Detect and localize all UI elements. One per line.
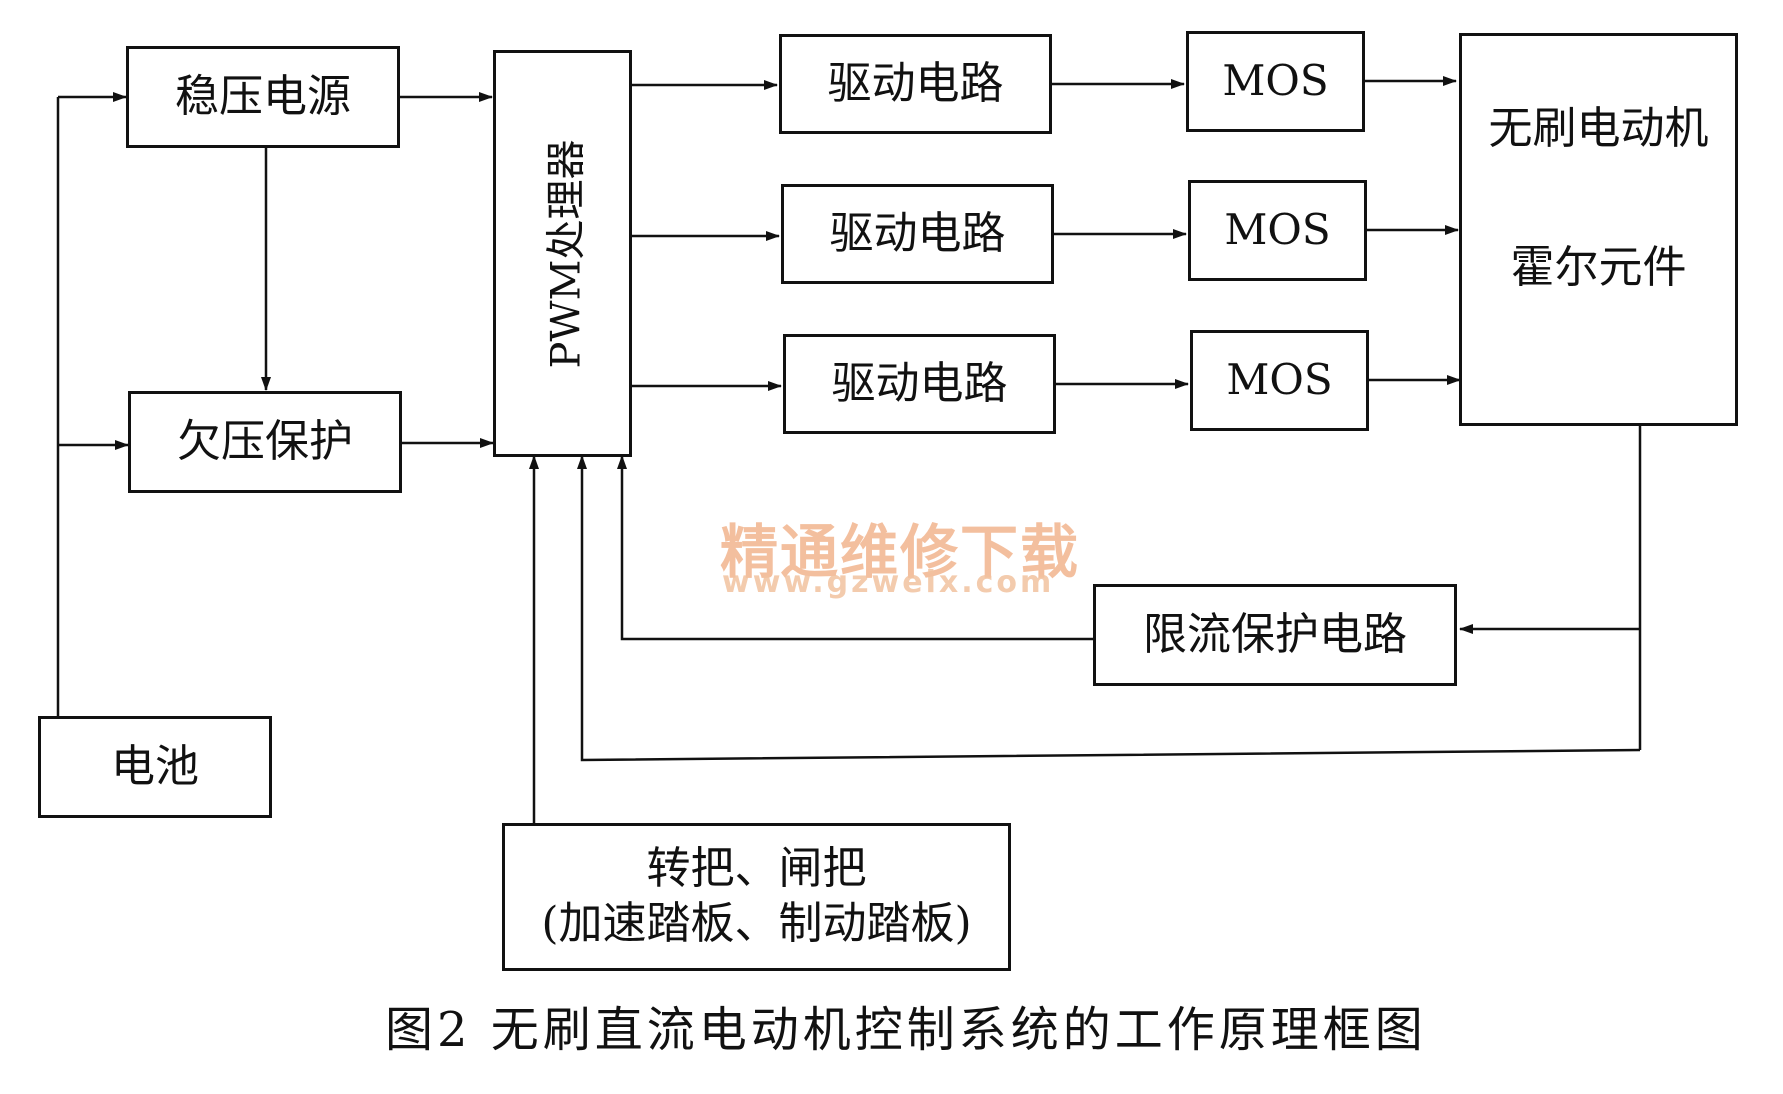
throttle-brake-label: 转把、闸把 xyxy=(646,843,867,895)
mos-2-label: MOS xyxy=(1224,205,1331,255)
undervoltage-protection-box: 欠压保护 xyxy=(128,391,402,493)
undervoltage-protection-label: 欠压保护 xyxy=(177,415,353,467)
wire-hall-to-pwm xyxy=(577,455,1641,762)
pwm-processor-label: PWM处理器 xyxy=(543,139,590,368)
hall-sensor-label: 霍尔元件 xyxy=(1510,241,1687,293)
current-limit-protection-box: 限流保护电路 xyxy=(1093,584,1457,686)
drive-circuit-3-box: 驱动电路 xyxy=(783,334,1056,434)
pedal-label: (加速踏板、制动踏板) xyxy=(541,898,972,949)
drive-circuit-3-label: 驱动电路 xyxy=(831,357,1008,409)
figure-caption: 图2 无刷直流电动机控制系统的工作原理框图 xyxy=(385,1002,1427,1058)
watermark-text: 精通维修下载 xyxy=(720,518,1081,586)
drive-circuit-2-label: 驱动电路 xyxy=(829,207,1006,259)
watermark-url: www.gzweix.com xyxy=(722,565,1055,600)
battery-box: 电池 xyxy=(38,716,272,818)
motor-box: 无刷电动机 霍尔元件 xyxy=(1459,33,1738,426)
mos-3-label: MOS xyxy=(1226,355,1333,405)
motor-label: 无刷电动机 xyxy=(1488,103,1709,154)
battery-label: 电池 xyxy=(111,740,199,792)
drive-circuit-2-box: 驱动电路 xyxy=(781,184,1054,284)
current-limit-protection-label: 限流保护电路 xyxy=(1143,608,1407,660)
drive-circuit-1-box: 驱动电路 xyxy=(779,34,1052,134)
drive-circuit-1-label: 驱动电路 xyxy=(827,57,1004,109)
mos-1-box: MOS xyxy=(1186,31,1365,132)
mos-1-label: MOS xyxy=(1222,56,1329,106)
mos-2-box: MOS xyxy=(1188,180,1367,281)
pwm-processor-box: PWM处理器 xyxy=(493,50,632,457)
regulated-supply-box: 稳压电源 xyxy=(126,46,400,148)
throttle-brake-box: 转把、闸把 (加速踏板、制动踏板) xyxy=(502,823,1011,971)
regulated-supply-label: 稳压电源 xyxy=(175,70,351,122)
mos-3-box: MOS xyxy=(1190,330,1369,431)
wire-limit-to-pwm xyxy=(617,455,1093,641)
